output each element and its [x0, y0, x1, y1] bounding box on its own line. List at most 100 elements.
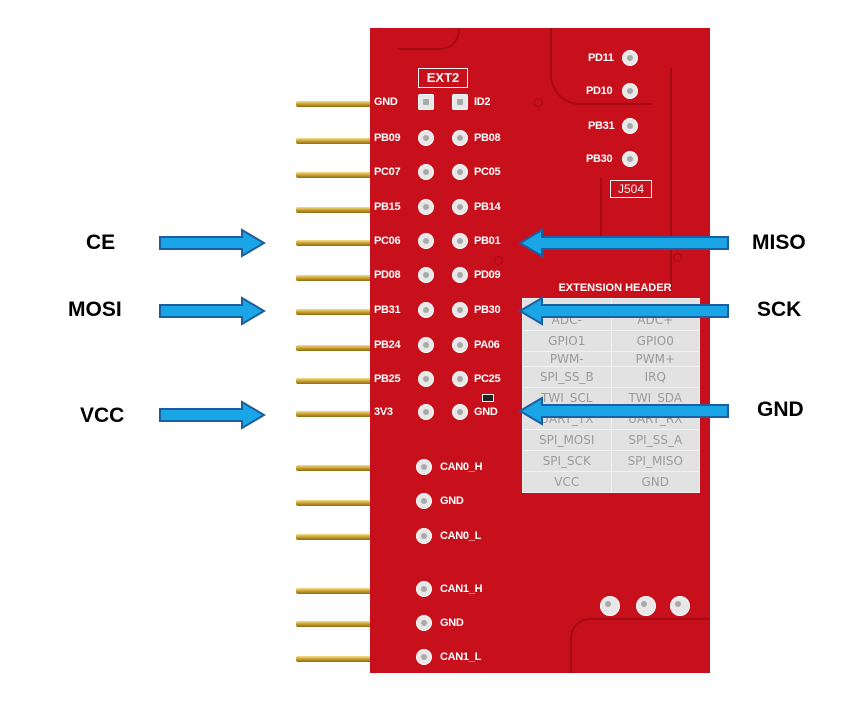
arrow-right-icon [159, 228, 266, 258]
pcb-trace [550, 28, 652, 105]
can-pin-pad [416, 528, 432, 544]
pin-label-right: PB01 [474, 235, 501, 247]
pin-label-left: PB24 [374, 339, 401, 351]
pin-label-left: 3V3 [374, 406, 393, 418]
j504-pin-label: PB30 [586, 153, 613, 165]
pcb-via [494, 256, 503, 265]
pin-pad [452, 164, 468, 180]
header-cell: GND [610, 471, 700, 493]
callout-vcc: VCC [80, 404, 125, 427]
pin-pad [452, 199, 468, 215]
pin-label-right: GND [474, 406, 498, 418]
header-pin [296, 534, 374, 540]
can-pin-label: CAN1_H [440, 583, 483, 595]
header-cell: SPI_SS_B [522, 366, 612, 388]
header-pin [296, 588, 374, 594]
pin-pad [418, 337, 434, 353]
pin-label-right: PA06 [474, 339, 500, 351]
callout-ce: CE [86, 231, 116, 254]
ext2-label: EXT2 [418, 68, 468, 88]
pin-pad [418, 164, 434, 180]
header-cell: SPI_MOSI [522, 429, 612, 451]
pcb-trace [398, 28, 460, 50]
pcb-via [673, 253, 682, 262]
pin-label-right: PB30 [474, 304, 501, 316]
j504-pin-label: PD10 [586, 85, 613, 97]
can-pin-label: GND [440, 495, 464, 507]
pin-label-right: PB14 [474, 201, 501, 213]
can-pin-pad [416, 493, 432, 509]
header-pin [296, 411, 374, 417]
header-cell: SPI_SS_A [610, 429, 700, 451]
pcb-board: EXT2 GND PB09 PC07 PB15 PC06 PD08 PB31 P… [370, 28, 710, 673]
pin-pad [418, 130, 434, 146]
table-row: PWM-PWM+ [522, 351, 700, 367]
can-pin-pad [416, 459, 432, 475]
can-pin-label: CAN0_L [440, 530, 481, 542]
pin-pad [452, 233, 468, 249]
header-cell: SPI_MISO [610, 450, 700, 472]
pin-label-left: PB09 [374, 132, 401, 144]
pin-label-right: PC05 [474, 166, 501, 178]
pin-label-left: GND [374, 96, 398, 108]
pin-pad [418, 94, 434, 110]
pcb-trace [670, 68, 702, 288]
pin-label-left: PB15 [374, 201, 401, 213]
header-pin [296, 172, 374, 178]
arrow-right-icon [159, 400, 266, 430]
pin-pad [418, 371, 434, 387]
ext-header-pad [636, 596, 656, 616]
can-pin-pad [416, 581, 432, 597]
j504-pin-pad [622, 118, 638, 134]
pcb-trace [600, 178, 602, 238]
j504-pin-label: PB31 [588, 120, 615, 132]
j504-label: J504 [610, 180, 652, 198]
pin-label-left: PD08 [374, 269, 401, 281]
header-cell: GPIO0 [610, 330, 700, 352]
pin-label-left: PC06 [374, 235, 401, 247]
pin-label-left: PC07 [374, 166, 401, 178]
header-cell: SPI_SCK [522, 450, 612, 472]
pin-label-left: PB31 [374, 304, 401, 316]
header-cell: GPIO1 [522, 330, 612, 352]
ext-header-pad [600, 596, 620, 616]
pin-label-right: PC25 [474, 373, 501, 385]
can-pin-label: GND [440, 617, 464, 629]
pin-label-right: PB08 [474, 132, 501, 144]
callout-gnd: GND [757, 398, 804, 421]
header-pin [296, 621, 374, 627]
arrow-left-icon [518, 396, 729, 426]
header-pin [296, 465, 374, 471]
header-cell: IRQ [610, 366, 700, 388]
can-pin-pad [416, 615, 432, 631]
resistor [482, 394, 494, 402]
j504-pin-label: PD11 [588, 52, 614, 64]
pcb-via [534, 98, 543, 107]
callout-mosi: MOSI [68, 298, 122, 321]
header-pin [296, 138, 374, 144]
header-pin [296, 345, 374, 351]
pcb-trace [570, 618, 710, 673]
header-pin [296, 240, 374, 246]
callout-sck: SCK [757, 298, 802, 321]
arrow-left-icon [518, 296, 729, 326]
header-pin [296, 207, 374, 213]
pin-pad [452, 302, 468, 318]
pin-pad [418, 302, 434, 318]
pin-pad [452, 404, 468, 420]
header-cell: VCC [522, 471, 612, 493]
arrow-right-icon [159, 296, 266, 326]
pin-pad [452, 130, 468, 146]
header-pin [296, 275, 374, 281]
pin-label-right: ID2 [474, 96, 491, 108]
pin-label-right: PD09 [474, 269, 501, 281]
pin-label-left: PB25 [374, 373, 401, 385]
pin-pad [418, 233, 434, 249]
j504-pin-pad [622, 83, 638, 99]
